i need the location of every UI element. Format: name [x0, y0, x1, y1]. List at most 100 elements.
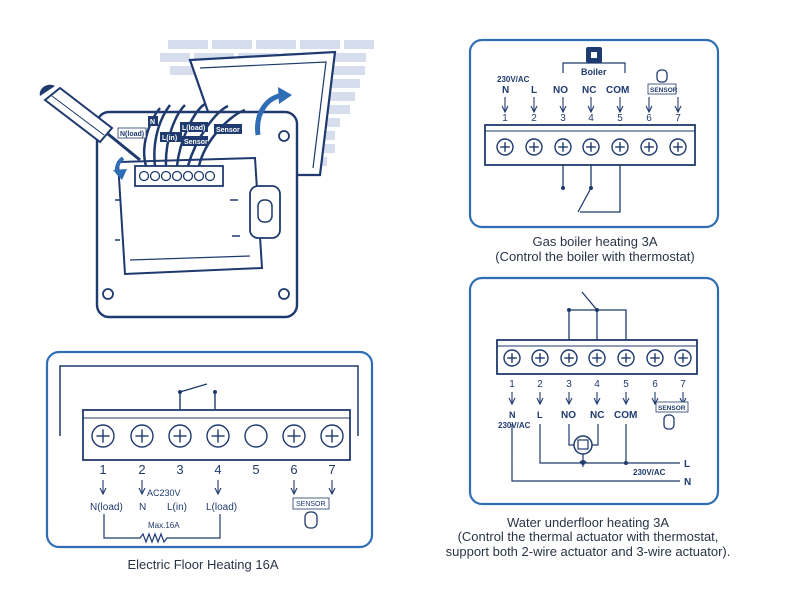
- terminal-block-icon: [134, 165, 224, 187]
- electric-connector-arrows: [99, 480, 336, 496]
- terminal-screw-7: [669, 138, 687, 156]
- electric-max-label: Max.16A: [148, 521, 180, 530]
- connector-arrow-1: [99, 480, 107, 496]
- electric-terminal-number-7: 7: [328, 462, 335, 477]
- terminal-screw-6: [282, 424, 306, 448]
- actuator-icon: [573, 435, 593, 455]
- electric-label-n: N: [139, 502, 146, 513]
- connector-arrow-2: [530, 97, 538, 114]
- electric-ac-label: AC230V: [147, 488, 181, 498]
- gas-terminal-number-2: 2: [531, 113, 537, 124]
- screwdriver-icon: [39, 84, 141, 162]
- gas-label-l: L: [531, 85, 537, 96]
- water-caption-line3: support both 2-wire actuator and 3-wire …: [446, 544, 731, 559]
- connector-arrow-7: [674, 97, 682, 114]
- terminal-screw-6: [640, 138, 658, 156]
- electric-terminal-screws: [91, 424, 344, 448]
- heating-element-icon: [103, 514, 221, 544]
- connector-arrow-4: [593, 392, 601, 406]
- terminal-screw-6: [646, 349, 664, 367]
- electric-terminal-number-5: 5: [252, 462, 259, 477]
- connector-arrow-5: [622, 392, 630, 406]
- connector-arrow-4: [587, 97, 595, 114]
- terminal-screw-3: [168, 424, 192, 448]
- connector-arrow-3: [559, 97, 567, 114]
- water-terminal-number-4: 4: [594, 379, 600, 390]
- wire-label-lload: L(load): [182, 125, 205, 132]
- gas-terminal-number-6: 6: [646, 113, 652, 124]
- gas-terminal-number-4: 4: [588, 113, 594, 124]
- terminal-screw-7: [674, 349, 692, 367]
- terminal-screw-3: [554, 138, 572, 156]
- terminal-screw-1: [91, 424, 115, 448]
- water-terminal-number-6: 6: [652, 379, 658, 390]
- wire-label-sensor-2: Sensor: [216, 127, 240, 134]
- electric-label-nload: N(load): [90, 502, 123, 513]
- connector-arrow-5: [328, 480, 336, 496]
- supply-label: 230V/AC: [497, 75, 530, 84]
- water-supply-right: 230V/AC: [633, 468, 666, 477]
- connector-arrow-6: [645, 97, 653, 114]
- terminal-screws: [138, 170, 216, 182]
- water-label-com: COM: [614, 410, 637, 421]
- water-label-l: L: [537, 410, 543, 420]
- terminal-screw-4: [588, 349, 606, 367]
- gas-caption-line1: Gas boiler heating 3A: [532, 234, 657, 249]
- water-supply-left: 230V/AC: [498, 421, 531, 430]
- electric-terminal-number-3: 3: [176, 462, 183, 477]
- gas-caption-line2: (Control the boiler with thermostat): [495, 249, 694, 264]
- connector-arrow-3: [565, 392, 573, 406]
- electric-terminal-number-1: 1: [99, 462, 106, 477]
- water-terminal-number-7: 7: [680, 379, 686, 390]
- water-terminal-number-5: 5: [623, 379, 629, 390]
- relay-module: [116, 156, 264, 276]
- gas-sensor-label: SENSOR: [650, 87, 678, 94]
- device-illustration: N N(load) L(in) L(load) Sensor Sensor: [39, 40, 374, 319]
- gas-label-n: N: [502, 85, 509, 96]
- connector-arrow-6: [651, 392, 659, 406]
- connector-arrow-5: [616, 97, 624, 114]
- wire-label-n: N: [150, 119, 155, 126]
- gas-sensor-icon: [656, 69, 668, 83]
- water-relay-switch: [568, 291, 627, 340]
- electric-label-lin: L(in): [167, 502, 187, 513]
- terminal-screw-3: [560, 349, 578, 367]
- electric-caption: Electric Floor Heating 16A: [127, 557, 278, 572]
- electric-label-lload: L(load): [206, 502, 237, 513]
- gas-label-no: NO: [553, 85, 568, 96]
- gas-terminal-number-1: 1: [502, 113, 508, 124]
- water-caption-line2: (Control the thermal actuator with therm…: [458, 529, 719, 544]
- wire-label-group: N N(load) L(in) L(load) Sensor Sensor: [117, 116, 242, 146]
- water-terminal-number-1: 1: [509, 379, 515, 390]
- gas-terminal-number-5: 5: [617, 113, 623, 124]
- electric-terminal-number-6: 6: [290, 462, 297, 477]
- electric-sensor-icon: [304, 511, 318, 529]
- water-terminal-number-2: 2: [537, 379, 543, 390]
- connector-arrow-2: [138, 480, 146, 496]
- connector-arrow-1: [508, 392, 516, 406]
- water-terminal-screws: [503, 349, 692, 367]
- gas-terminal-screws: [496, 138, 687, 156]
- connector-arrow-3: [214, 480, 222, 496]
- electric-terminal-number-2: 2: [138, 462, 145, 477]
- water-sensor-label: SENSOR: [658, 405, 686, 412]
- water-label-no: NO: [561, 410, 576, 421]
- water-line-n: N: [684, 477, 691, 488]
- boiler-label: Boiler: [581, 67, 607, 77]
- connector-arrow-4: [290, 480, 298, 496]
- water-label-n: N: [509, 410, 516, 420]
- terminal-screw-5: [611, 138, 629, 156]
- terminal-screw-2: [531, 349, 549, 367]
- gas-terminal-number-3: 3: [560, 113, 566, 124]
- terminal-screw-2: [130, 424, 154, 448]
- terminal-screw-7: [320, 424, 344, 448]
- water-sensor-icon: [663, 414, 675, 430]
- wire-label-nload: N(load): [120, 131, 144, 138]
- wire-label-lin: L(in): [162, 135, 177, 142]
